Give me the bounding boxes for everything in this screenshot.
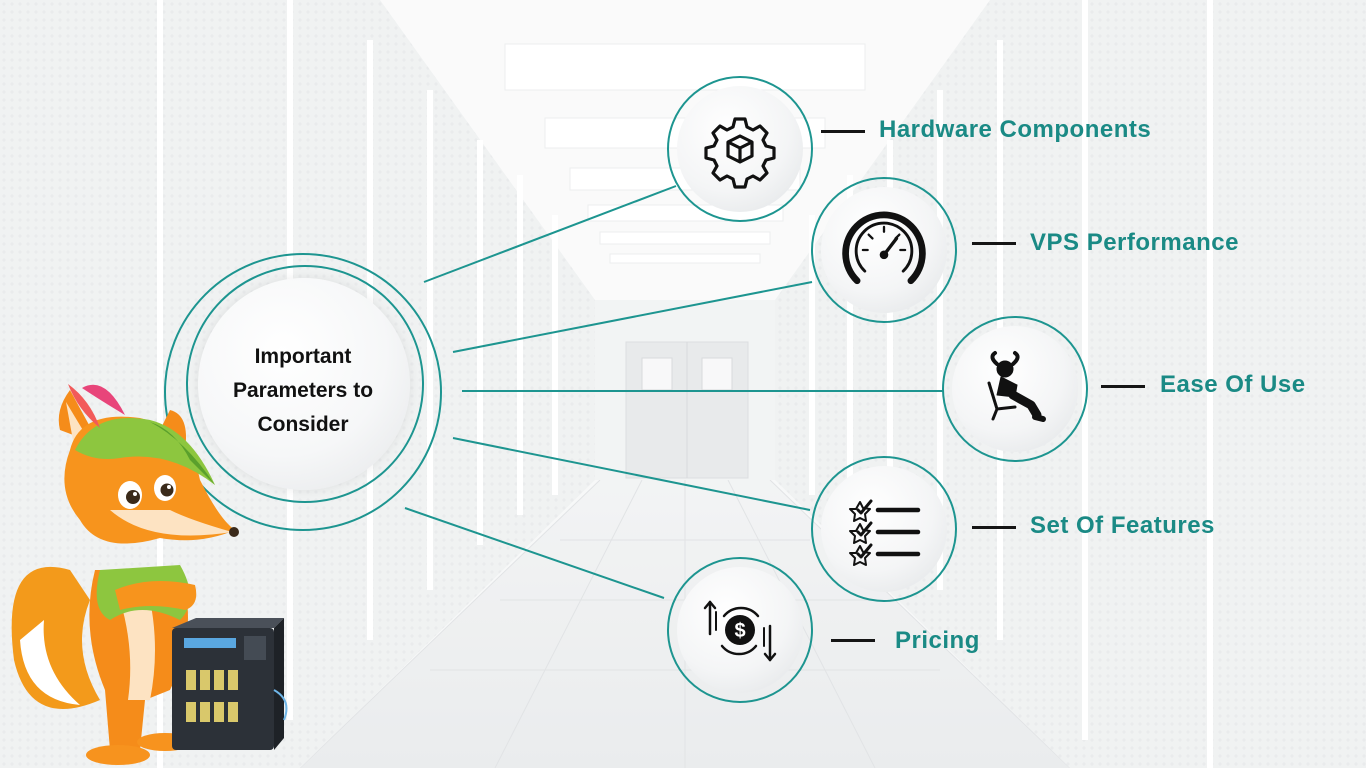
node-pricing: $ [667, 557, 813, 703]
hub-circle [198, 278, 410, 490]
label-hardware-components: Hardware Components [879, 116, 1152, 143]
dash-features [972, 526, 1016, 529]
gear-cube-icon [704, 117, 776, 189]
node-icon-circle: $ [677, 567, 803, 693]
node-icon-circle [821, 466, 947, 592]
hub-title: Important Parameters to Consider [198, 340, 408, 442]
hub-title-line: Consider [257, 413, 349, 436]
hub-title-line: Parameters to [232, 379, 374, 402]
label-vps-performance: VPS Performance [1030, 229, 1239, 256]
checklist-icon [849, 499, 921, 566]
fox-mascot-illustration [11, 384, 288, 765]
node-hardware-components [667, 76, 813, 222]
label-pricing: Pricing [895, 627, 980, 654]
relaxing-person-icon [987, 351, 1046, 422]
hub-inner-ring [186, 265, 424, 503]
dash-hardware [821, 130, 865, 133]
node-icon-circle [821, 187, 947, 313]
label-ease-of-use: Ease Of Use [1160, 371, 1306, 398]
dash-performance [972, 242, 1016, 245]
node-ease-of-use [942, 316, 1088, 462]
node-set-of-features [811, 456, 957, 602]
hub-title-line: Important [254, 345, 352, 368]
speedometer-icon [842, 211, 926, 285]
hub-outer-ring [164, 253, 442, 531]
node-icon-circle [677, 86, 803, 212]
dash-pricing [831, 639, 875, 642]
node-icon-circle [952, 326, 1078, 452]
dollar-cycle-icon: $ [703, 600, 777, 662]
node-vps-performance [811, 177, 957, 323]
svg-text:$: $ [734, 620, 745, 642]
dash-ease [1101, 385, 1145, 388]
label-set-of-features: Set Of Features [1030, 512, 1215, 539]
